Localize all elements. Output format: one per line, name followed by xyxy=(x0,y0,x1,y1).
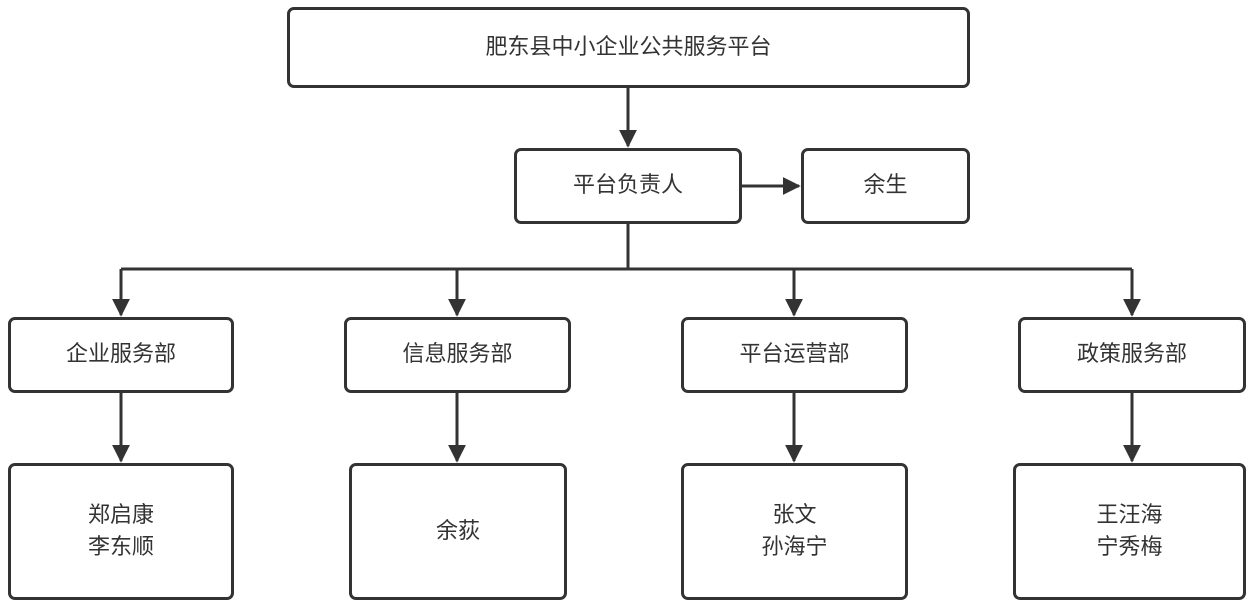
head-node: 平台负责人 xyxy=(514,148,742,224)
department-node-policy-service: 政策服务部 xyxy=(1018,317,1246,393)
department-label: 平台运营部 xyxy=(739,342,850,367)
department-label: 政策服务部 xyxy=(1076,342,1187,367)
deputy-node: 余生 xyxy=(801,148,970,224)
department-node-information-service: 信息服务部 xyxy=(344,317,571,393)
staff-name: 李东顺 xyxy=(87,534,154,560)
staff-node-platform-operations: 张文 孙海宁 xyxy=(681,463,908,600)
staff-name: 余荻 xyxy=(435,518,480,544)
department-label: 信息服务部 xyxy=(402,342,513,367)
staff-name: 王汪海 xyxy=(1096,502,1163,528)
department-node-enterprise-service: 企业服务部 xyxy=(8,317,234,393)
staff-name: 孙海宁 xyxy=(761,534,828,560)
staff-name: 张文 xyxy=(772,502,817,528)
department-label: 企业服务部 xyxy=(65,342,176,367)
staff-node-policy-service: 王汪海 宁秀梅 xyxy=(1013,463,1246,600)
staff-name: 宁秀梅 xyxy=(1096,534,1163,560)
platform-label: 肥东县中小企业公共服务平台 xyxy=(485,34,772,60)
staff-name: 郑启康 xyxy=(87,502,154,528)
staff-node-information-service: 余荻 xyxy=(349,463,567,600)
deputy-label: 余生 xyxy=(863,173,908,198)
staff-node-enterprise-service: 郑启康 李东顺 xyxy=(8,463,234,600)
head-label: 平台负责人 xyxy=(572,173,683,198)
platform-node: 肥东县中小企业公共服务平台 xyxy=(287,7,970,88)
department-node-platform-operations: 平台运营部 xyxy=(681,317,908,393)
